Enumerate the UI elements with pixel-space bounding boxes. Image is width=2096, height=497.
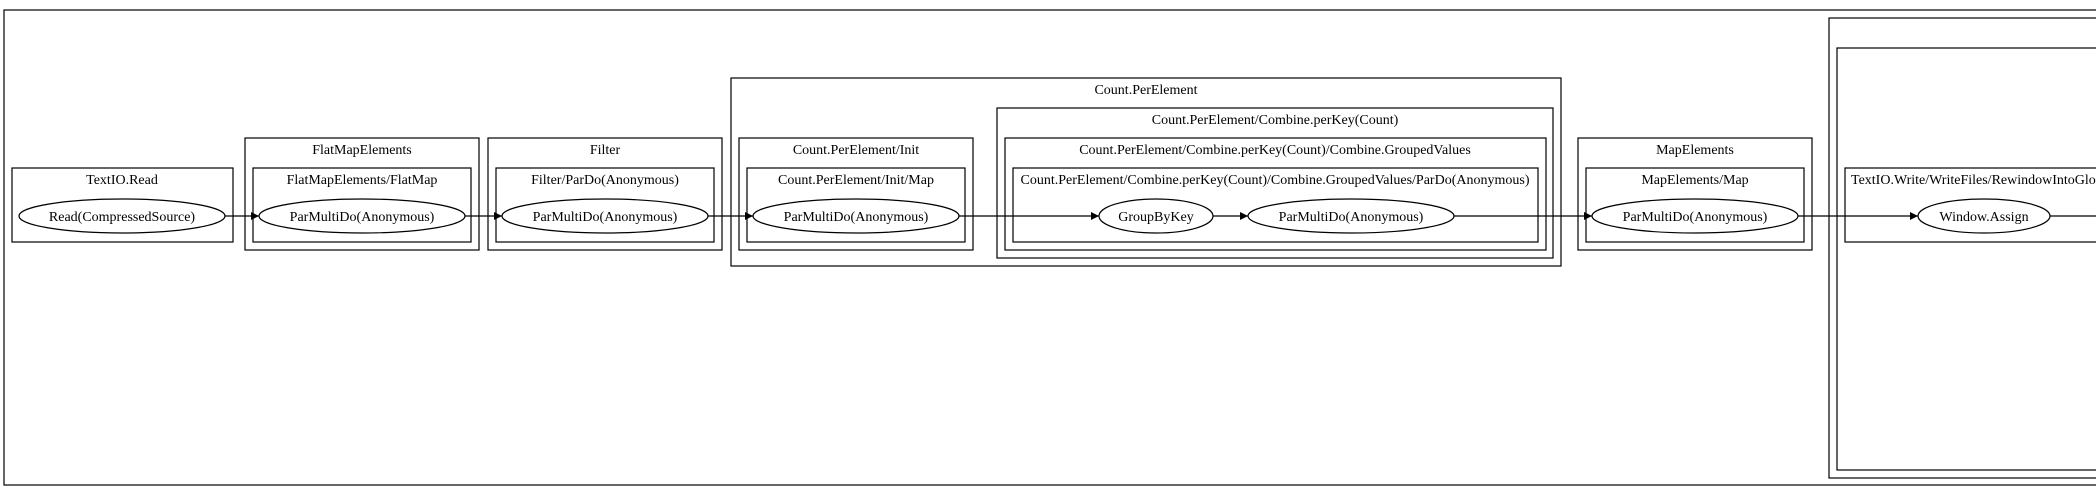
cluster-rewindow-label: TextIO.Write/WriteFiles/RewindowIntoGlo	[1851, 173, 2096, 188]
cluster-combine-perkey	[996, 107, 1554, 259]
cluster-grouped-pardo-label: Count.PerElement/Combine.perKey(Count)/C…	[1021, 173, 1530, 188]
cluster-mapelements-label: MapElements	[1656, 143, 1734, 158]
cluster-count-init	[738, 137, 974, 251]
cluster-filter: Filter Filter/ParDo(Anonymous) ParMultiD…	[487, 137, 723, 251]
cluster-filter-label: Filter	[590, 143, 621, 158]
node-read-compressed-source-label: Read(CompressedSource)	[49, 210, 196, 225]
graph-outer-border	[3, 9, 2096, 486]
cluster-filter-inner	[495, 167, 715, 243]
cluster-count-perelement: Count.PerElement Count.PerElement/Init C…	[730, 77, 1562, 267]
cluster-flatmap-inner	[252, 167, 472, 243]
cluster-rewindow	[1844, 167, 2096, 243]
cluster-grouped-values-label: Count.PerElement/Combine.perKey(Count)/C…	[1079, 143, 1471, 158]
node-map-parmultido-label: ParMultiDo(Anonymous)	[1623, 210, 1768, 225]
cluster-count-perelement-label: Count.PerElement	[1094, 83, 1197, 98]
node-filter-parmultido-label: ParMultiDo(Anonymous)	[533, 210, 678, 225]
cluster-count-init-map	[746, 167, 966, 243]
node-grouped-parmultido-label: ParMultiDo(Anonymous)	[1279, 210, 1424, 225]
cluster-combine-perkey-label: Count.PerElement/Combine.perKey(Count)	[1152, 113, 1399, 128]
cluster-flatmapelements-label: FlatMapElements	[312, 143, 412, 158]
node-init-parmultido-label: ParMultiDo(Anonymous)	[784, 210, 929, 225]
cluster-grouped-pardo	[1012, 167, 1539, 243]
cluster-writefiles	[1836, 47, 2096, 471]
node-window-assign-label: Window.Assign	[1939, 210, 2028, 225]
node-flatmap-parmultido-label: ParMultiDo(Anonymous)	[290, 210, 435, 225]
cluster-flatmapelements: FlatMapElements FlatMapElements/FlatMap …	[244, 137, 480, 251]
cluster-mapelements: MapElements MapElements/Map ParMultiDo(A…	[1577, 137, 1813, 251]
cluster-flatmap-inner-label: FlatMapElements/FlatMap	[287, 173, 438, 188]
cluster-filter-inner-label: Filter/ParDo(Anonymous)	[531, 173, 679, 188]
cluster-mapelements-map	[1585, 167, 1805, 243]
cluster-textio-write: TextIO.Write/WriteFiles/RewindowIntoGlo …	[1828, 17, 2096, 479]
cluster-mapelements-map-label: MapElements/Map	[1641, 173, 1748, 188]
cluster-count-init-label: Count.PerElement/Init	[793, 143, 919, 158]
cluster-grouped-values	[1004, 137, 1547, 251]
cluster-textio-read-label: TextIO.Read	[86, 173, 158, 188]
node-groupbykey-label: GroupByKey	[1118, 210, 1193, 225]
cluster-count-init-map-label: Count.PerElement/Init/Map	[778, 173, 934, 188]
cluster-textio-read: TextIO.Read Read(CompressedSource)	[11, 167, 234, 243]
